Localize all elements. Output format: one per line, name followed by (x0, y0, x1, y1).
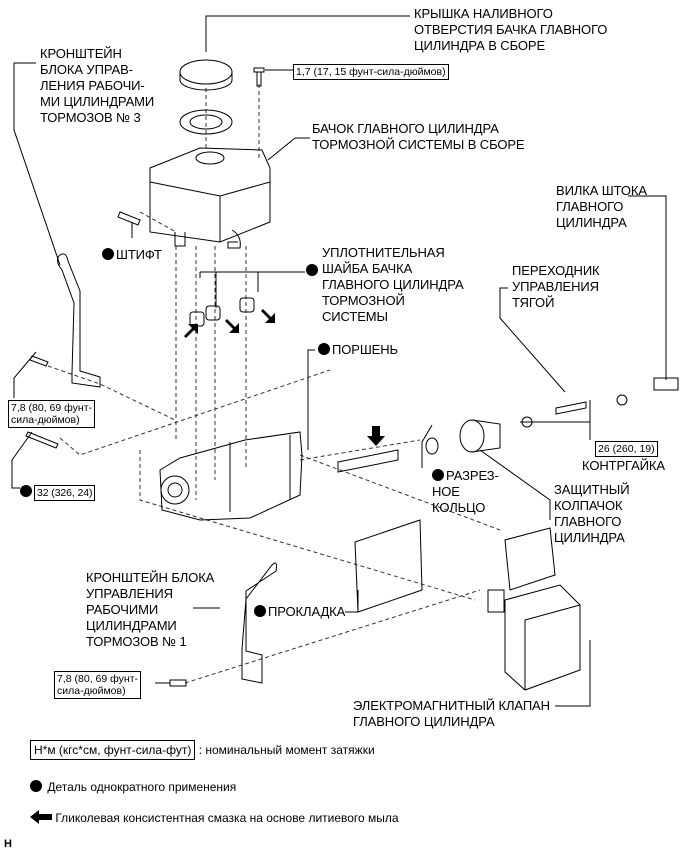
grease-arrow-icon (30, 810, 52, 824)
leader-b3bolt (13, 351, 37, 398)
torque-lock-nut: 26 (260, 19) (595, 441, 658, 457)
piston-text: ПОРШЕНЬ (332, 342, 398, 357)
leader-snap (421, 424, 433, 468)
snap-ring-part (425, 437, 439, 455)
leader-cap (205, 15, 410, 52)
master-cylinder-body (159, 431, 303, 521)
gasket-text: ПРОКЛАДКА (268, 604, 346, 619)
label-gasket: ПРОКЛАДКА (254, 604, 345, 620)
legend-torque-desc: : номинальный момент затяжки (198, 743, 375, 757)
torque-body-bolt: 32 (326, 24) (34, 485, 96, 501)
nut-1 (521, 416, 533, 428)
leader-piston (307, 349, 315, 450)
leader-boot (479, 449, 551, 520)
label-cap: КРЫШКА НАЛИВНОГО ОТВЕРСТИЯ БАЧКА ГЛАВНОГ… (414, 6, 608, 53)
label-piston: ПОРШЕНЬ (318, 342, 398, 358)
non-reusable-icon (254, 605, 266, 617)
label-pin: ШТИФТ (102, 247, 162, 263)
bracket1-bolt (169, 679, 187, 687)
legend-non-reusable-text: Деталь однократного применения (47, 780, 237, 794)
solenoid-part (487, 527, 581, 691)
grommet-text: УПЛОТНИТЕЛЬНАЯ ШАЙБА БАЧКА ГЛАВНОГО ЦИЛИ… (322, 245, 464, 324)
reservoir-screw (253, 67, 265, 87)
pin-text: ШТИФТ (116, 247, 162, 262)
leader-grommet (199, 271, 305, 308)
snap-ring-text: РАЗРЕЗ- НОЕ КОЛЬЦО (432, 468, 499, 515)
torque-reservoir-screw: 1,7 (17, 15 фунт-сила-дюймов) (293, 64, 449, 80)
bracket3-part (56, 253, 101, 388)
non-reusable-icon (102, 248, 114, 260)
label-body-bolt: 32 (326, 24) (20, 484, 96, 501)
cap-part (179, 59, 233, 91)
label-bracket3: КРОНШТЕЙН БЛОКА УПРАВ- ЛЕНИЯ РАБОЧИ- МИ … (40, 46, 155, 125)
leader-adapter (499, 287, 566, 393)
leader-locknut (520, 400, 591, 440)
leader-bodybolt (11, 431, 33, 489)
bracket1-part (241, 562, 277, 684)
legend-torque: Н*м (кгс*см, фунт-сила-фут) : номинальны… (30, 740, 375, 760)
cap-gasket (179, 109, 233, 135)
label-reservoir: БАЧОК ГЛАВНОГО ЦИЛИНДРА ТОРМОЗНОЙ СИСТЕМ… (312, 121, 525, 152)
legend-non-reusable: Деталь однократного применения (30, 780, 236, 794)
corner-mark: H (4, 838, 12, 850)
non-reusable-icon (30, 780, 42, 792)
nut-2 (616, 394, 628, 406)
reservoir-part (149, 147, 271, 249)
body-bolt (25, 431, 59, 449)
legend-torque-box: Н*м (кгс*см, фунт-сила-фут) (30, 740, 196, 760)
non-reusable-icon (318, 343, 330, 355)
grease-arrows (184, 309, 385, 446)
boot-part (459, 419, 501, 453)
label-adapter: ПЕРЕХОДНИК УПРАВЛЕНИЯ ТЯГОЙ (512, 263, 600, 310)
leader-solenoid (555, 640, 591, 707)
legend-grease-text: Гликолевая консистентная смазка на основ… (55, 811, 399, 825)
non-reusable-icon (20, 485, 32, 497)
label-grommet: УПЛОТНИТЕЛЬНАЯ ШАЙБА БАЧКА ГЛАВНОГО ЦИЛИ… (322, 245, 464, 325)
grommets (189, 297, 255, 327)
non-reusable-icon (306, 264, 318, 276)
adapter-part (555, 401, 587, 415)
leader-clevis (628, 195, 667, 380)
leader-gasket (345, 590, 359, 613)
label-boot: ЗАЩИТНЫЙ КОЛПАЧОК ГЛАВНОГО ЦИЛИНДРА (554, 482, 630, 545)
label-snap-ring: РАЗРЕЗ- НОЕ КОЛЬЦО (432, 468, 499, 516)
label-bracket1: КРОНШТЕЙН БЛОКА УПРАВЛЕНИЯ РАБОЧИМИ ЦИЛИ… (86, 570, 215, 649)
torque-bracket3-bolt: 7,8 (80, 69 фунт- сила-дюймов) (8, 400, 95, 428)
label-clevis: ВИЛКА ШТОКА ГЛАВНОГО ЦИЛИНДРА (556, 183, 647, 230)
pin-part (117, 211, 141, 226)
bracket3-bolt (29, 355, 49, 367)
gasket-part (354, 519, 423, 613)
label-solenoid: ЭЛЕКТРОМАГНИТНЫЙ КЛАПАН ГЛАВНОГО ЦИЛИНДР… (353, 698, 550, 729)
label-lock-nut: КОНТРГАЙКА (582, 458, 665, 473)
legend-grease: Гликолевая консистентная смазка на основ… (30, 810, 399, 825)
leader-reservoir (267, 137, 310, 161)
leader-bracket3 (13, 62, 61, 266)
non-reusable-icon (432, 469, 444, 481)
piston-part (337, 449, 399, 473)
clevis-part (653, 377, 679, 391)
torque-bracket1-bolt: 7,8 (80, 69 фунт- сила-дюймов) (54, 671, 141, 699)
